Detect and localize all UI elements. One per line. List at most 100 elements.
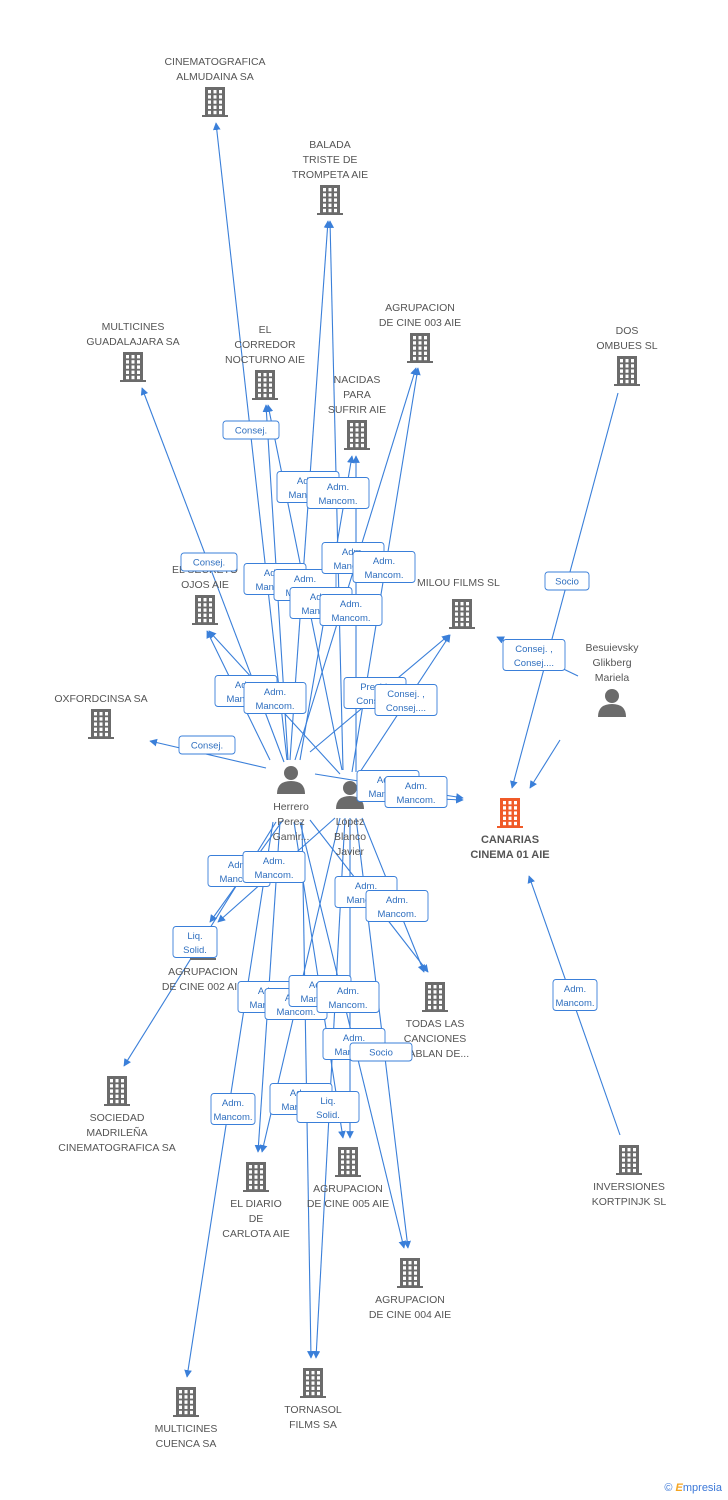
node-label: HABLAN DE... bbox=[401, 1048, 469, 1060]
node-label: Blanco bbox=[334, 831, 366, 843]
node-oxfordcinsa[interactable]: OXFORDCINSA SA bbox=[54, 693, 148, 739]
building-icon[interactable] bbox=[497, 798, 523, 828]
edge-label[interactable]: Adm.Mancom. bbox=[243, 682, 307, 714]
node-label: INVERSIONES bbox=[593, 1181, 665, 1193]
person-icon[interactable] bbox=[277, 766, 305, 794]
person-icon[interactable] bbox=[598, 689, 626, 717]
edge-label-text: Adm. bbox=[373, 556, 395, 567]
edge-label-text: Adm. bbox=[405, 781, 427, 792]
edge-label[interactable]: Liq.Solid. bbox=[296, 1091, 360, 1123]
building-icon[interactable] bbox=[397, 1258, 423, 1288]
edge-label-text: Socio bbox=[369, 1048, 393, 1059]
edge-label[interactable]: Adm.Mancom. bbox=[319, 594, 383, 626]
edge-label[interactable]: Adm. Mancom. bbox=[352, 551, 416, 583]
edge-label-text: Socio bbox=[555, 577, 579, 588]
node-milou[interactable]: MILOU FILMS SL bbox=[417, 577, 500, 629]
node-label: Glikberg bbox=[592, 657, 631, 669]
edge-label-text: Solid. bbox=[316, 1110, 340, 1121]
node-label: BALADA bbox=[309, 139, 350, 151]
edge-label[interactable]: Adm. Mancom. bbox=[242, 851, 306, 883]
building-icon[interactable] bbox=[300, 1368, 326, 1398]
edge-label[interactable]: Consej. bbox=[180, 552, 238, 572]
edge-label[interactable]: Adm.Mancom. bbox=[316, 981, 380, 1013]
edge-label[interactable]: Adm.Mancom. bbox=[306, 477, 370, 509]
node-label: KORTPINJK SL bbox=[592, 1196, 667, 1208]
edge-label[interactable]: Adm.Mancom. bbox=[552, 979, 598, 1011]
edge-label[interactable]: Socio bbox=[349, 1042, 413, 1062]
building-icon[interactable] bbox=[422, 982, 448, 1012]
edge-label[interactable]: Socio bbox=[544, 571, 590, 591]
node-label: CINEMATOGRAFICA SA bbox=[58, 1142, 175, 1154]
node-label: OMBUES SL bbox=[596, 340, 657, 352]
node-label: OJOS AIE bbox=[181, 579, 229, 591]
empresia-brand[interactable]: © Empresia bbox=[664, 1482, 722, 1494]
edge-label-text: Adm. bbox=[263, 856, 285, 867]
edge-labels-layer: Consej. Adm. Mancom. Adm. Mancom. Consej. Adm.… bbox=[172, 420, 598, 1125]
edge-label-text: Mancom. bbox=[377, 909, 416, 920]
node-label: Herrero bbox=[273, 801, 309, 813]
building-icon[interactable] bbox=[344, 420, 370, 450]
node-label: CARLOTA AIE bbox=[222, 1228, 290, 1240]
node-label: MILOU FILMS SL bbox=[417, 577, 500, 589]
building-icon[interactable] bbox=[243, 1162, 269, 1192]
building-icon[interactable] bbox=[104, 1076, 130, 1106]
edge-label[interactable]: Consej. bbox=[178, 735, 236, 755]
edge-label[interactable]: Consej. ,Consej.... bbox=[374, 684, 438, 716]
node-inversiones[interactable]: INVERSIONES KORTPINJK SL bbox=[592, 1145, 667, 1208]
building-icon[interactable] bbox=[173, 1387, 199, 1417]
node-label: ALMUDAINA SA bbox=[176, 71, 254, 83]
edge-label-text: Adm. bbox=[355, 881, 377, 892]
edge-label-text: Adm. bbox=[337, 986, 359, 997]
node-herrero[interactable]: HerreroPerezGamir... bbox=[273, 766, 310, 843]
edge-label-text: Mancom. bbox=[364, 570, 403, 581]
building-icon[interactable] bbox=[335, 1147, 361, 1177]
edge-label-text: Adm. bbox=[294, 574, 316, 585]
edge-herrero-to-oxfordcinsa bbox=[149, 738, 267, 769]
building-icon[interactable] bbox=[192, 595, 218, 625]
edge-label-text: Adm. bbox=[264, 687, 286, 698]
node-label: DE CINE 005 AIE bbox=[307, 1198, 389, 1210]
edge-label[interactable]: Liq.Solid. bbox=[172, 926, 218, 958]
node-label: DE bbox=[249, 1213, 264, 1225]
edge-label-text: Liq. bbox=[187, 931, 202, 942]
building-icon[interactable] bbox=[202, 87, 228, 117]
building-icon[interactable] bbox=[317, 185, 343, 215]
building-icon[interactable] bbox=[449, 599, 475, 629]
edge-label-text: Mancom. bbox=[318, 496, 357, 507]
edge-label[interactable]: Adm.Mancom. bbox=[365, 890, 429, 922]
node-label: NACIDAS bbox=[334, 374, 381, 386]
edge-label[interactable]: Adm.Mancom. bbox=[384, 776, 448, 808]
edge-label[interactable]: Consej. bbox=[222, 420, 280, 440]
building-icon[interactable] bbox=[407, 333, 433, 363]
node-label: Gamir... bbox=[273, 831, 310, 843]
building-icon[interactable] bbox=[120, 352, 146, 382]
building-icon[interactable] bbox=[252, 370, 278, 400]
node-label: CANARIAS bbox=[481, 834, 539, 846]
edge-label[interactable]: Consej. ,Consej.... bbox=[502, 639, 566, 671]
building-icon[interactable] bbox=[88, 709, 114, 739]
building-icon[interactable] bbox=[616, 1145, 642, 1175]
brand-logo-e: E bbox=[675, 1482, 683, 1494]
node-label: SOCIEDAD bbox=[90, 1112, 145, 1124]
building-icon[interactable] bbox=[614, 356, 640, 386]
edge-label-text: Adm. bbox=[343, 1033, 365, 1044]
edge-label[interactable]: Adm.Mancom. bbox=[210, 1093, 256, 1125]
edge-label-text: Mancom. bbox=[254, 870, 293, 881]
